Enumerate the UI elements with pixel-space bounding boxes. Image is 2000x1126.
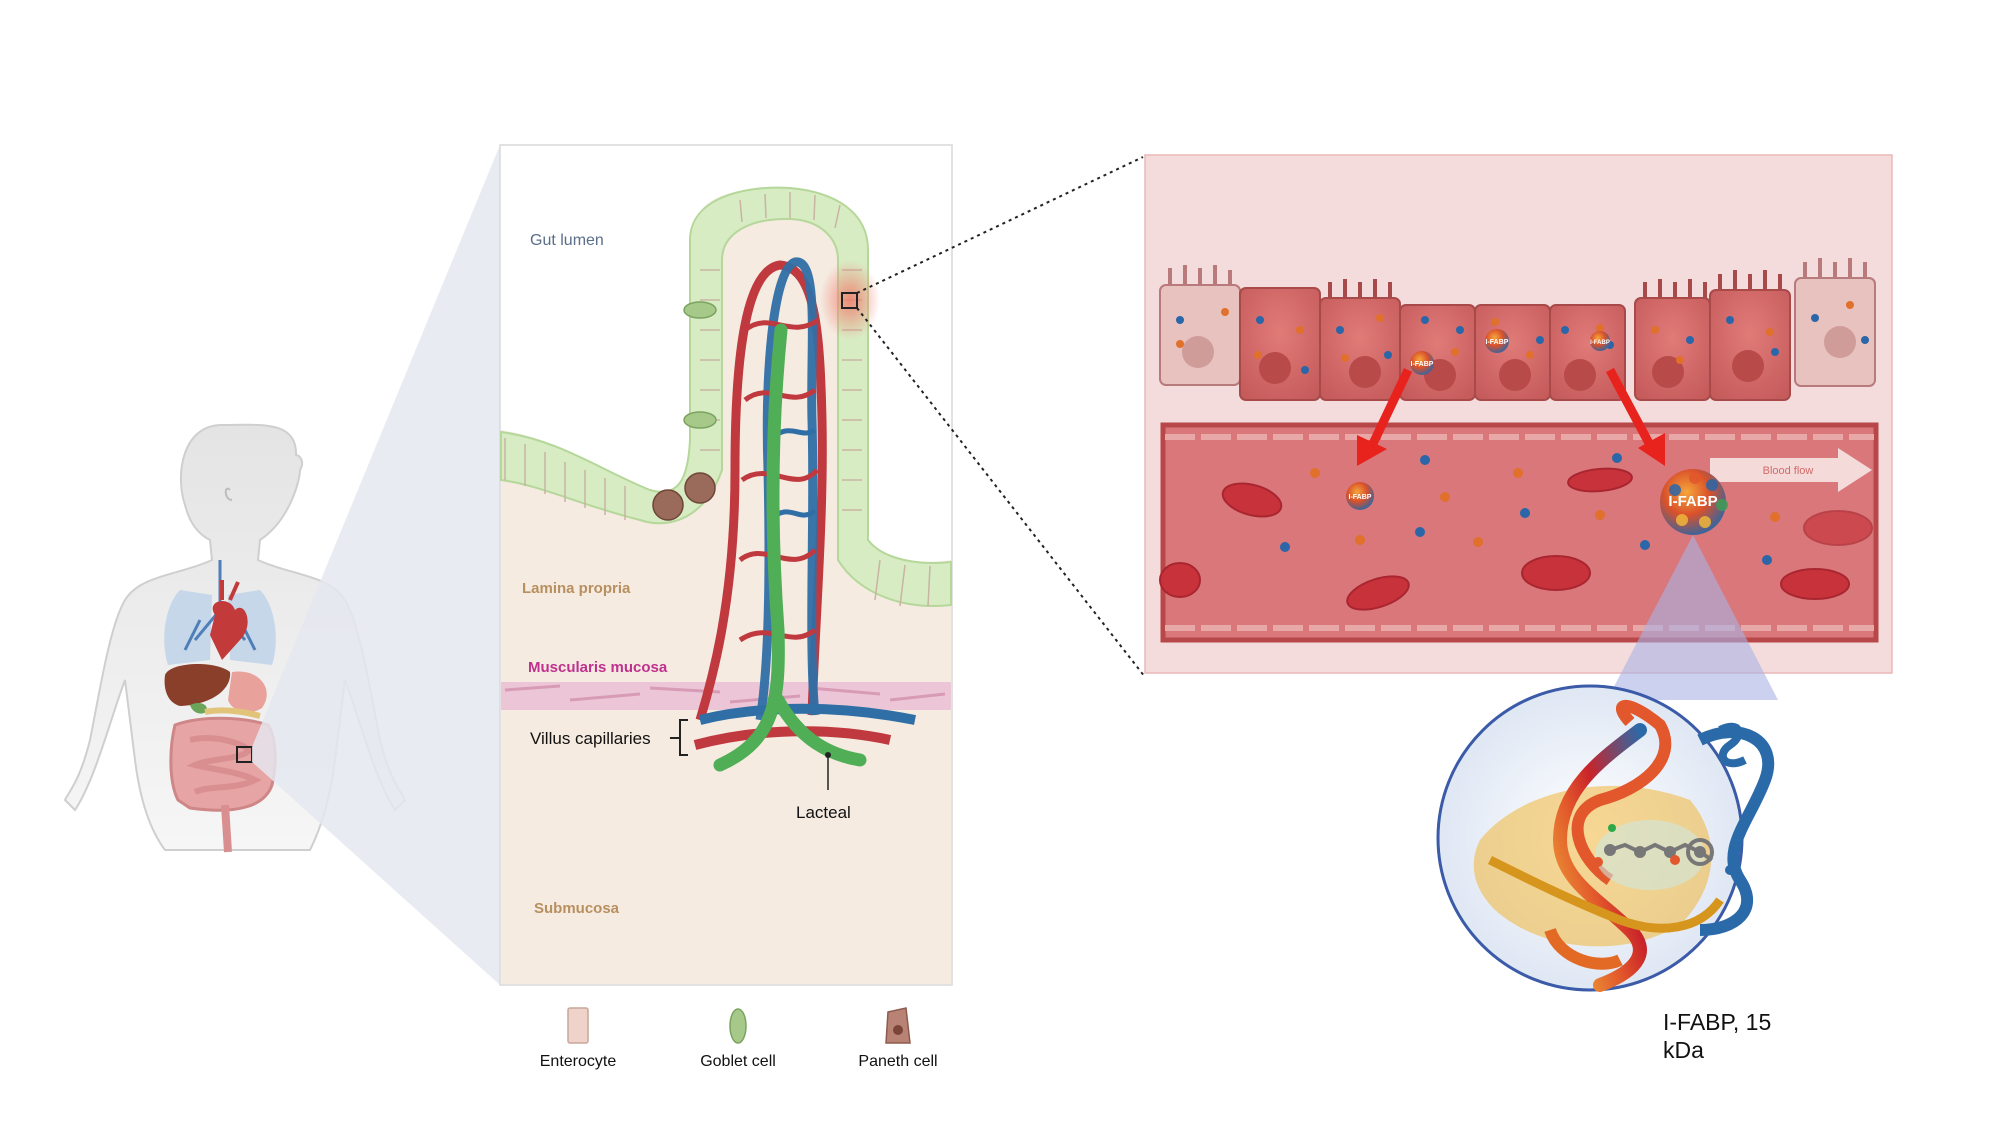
ifabp-molecules-in-blood bbox=[1280, 453, 1780, 565]
muscularis-mucosa-layer bbox=[501, 682, 951, 710]
artery-loop bbox=[695, 260, 827, 722]
lamina-propria-label: Lamina propria bbox=[522, 580, 631, 597]
release-arrow-right-head bbox=[1638, 433, 1665, 466]
ifabp-molecules-in-cells bbox=[1176, 301, 1869, 374]
lacteal-leader-dot bbox=[825, 752, 831, 758]
ifabp-release-hotspot bbox=[820, 260, 880, 340]
ifabp-vessel-large-label: I-FABP bbox=[1668, 493, 1717, 510]
ifabp-atom-cluster bbox=[1669, 472, 1728, 528]
protein-ribbon-orange bbox=[1571, 699, 1672, 885]
protein-helix-blue-2 bbox=[1718, 722, 1747, 768]
protein-ribbon-red bbox=[1552, 723, 1647, 992]
villus-panel: Gut lumen Lamina propria Muscularis muco… bbox=[499, 144, 953, 986]
ligand-oxygen-atom bbox=[1670, 855, 1680, 865]
epithelium-zoom-box bbox=[841, 292, 858, 309]
red-blood-cell bbox=[1346, 575, 1410, 611]
red-blood-cell bbox=[1159, 562, 1201, 598]
red-blood-cell bbox=[1780, 568, 1850, 600]
structure-caption-line1: I-FABP, 15 bbox=[1663, 1009, 1771, 1035]
ifabp-vessel-small-label: I-FABP bbox=[1349, 494, 1372, 501]
submucosa-label: Submucosa bbox=[534, 900, 620, 917]
enterocyte-legend-icon bbox=[567, 1007, 589, 1044]
liver-icon bbox=[164, 664, 231, 706]
ifabp-molecule-icon bbox=[1485, 329, 1509, 353]
zoom-dotted-line-bottom bbox=[856, 307, 1146, 678]
ligand-oxygen-atom bbox=[1593, 857, 1603, 867]
villus-capillaries-label: Villus capillaries bbox=[530, 729, 651, 748]
zoom-projection-villus bbox=[252, 145, 500, 985]
protein-helix-blue bbox=[1697, 726, 1775, 936]
enterocyte-cell bbox=[1159, 284, 1241, 386]
heart-icon bbox=[210, 600, 248, 660]
release-arrow-left-head bbox=[1357, 435, 1387, 466]
rectum-icon bbox=[221, 804, 232, 853]
submucosal-vein bbox=[698, 703, 916, 725]
red-blood-cell bbox=[1521, 555, 1591, 591]
ifabp-cell-label-1: I-FABP bbox=[1411, 361, 1434, 368]
lacteal-vessel bbox=[713, 323, 867, 772]
red-blood-cells bbox=[1159, 467, 1873, 611]
ifabp-molecule-icon bbox=[1410, 351, 1434, 375]
paneth-cell-icon bbox=[652, 489, 684, 521]
red-blood-cell bbox=[1221, 482, 1283, 518]
fatty-acid-ligand bbox=[1604, 838, 1714, 866]
zoom-panel: I-FABP I-FABP I-FABP I-FABP bbox=[1144, 154, 1893, 674]
epithelial-cell-row bbox=[1159, 258, 1876, 401]
cell-legend: Enterocyte Goblet cell Paneth cell bbox=[540, 1007, 938, 1070]
ear-icon bbox=[224, 487, 233, 501]
lacteal-label: Lacteal bbox=[796, 803, 851, 822]
zoom-projection-structure bbox=[1607, 535, 1778, 700]
pancreas-icon bbox=[204, 707, 261, 719]
red-blood-cell bbox=[1803, 510, 1873, 546]
ifabp-cell-label-2: I-FABP bbox=[1486, 339, 1509, 346]
ifabp-molecule-icon bbox=[1346, 482, 1374, 510]
paneth-cell-icon bbox=[684, 472, 716, 504]
blood-flow-arrow-icon bbox=[1710, 448, 1872, 492]
villus-capillaries-bracket bbox=[670, 719, 688, 756]
protein-ribbon-gold bbox=[1487, 855, 1724, 933]
blood-vessel bbox=[1160, 422, 1879, 643]
ifabp-structure-view bbox=[1436, 684, 1775, 992]
release-arrow-left bbox=[1365, 368, 1413, 452]
legend-enterocyte-label: Enterocyte bbox=[540, 1053, 617, 1070]
gut-lumen-label: Gut lumen bbox=[530, 232, 604, 249]
ligand-chloride-atom bbox=[1608, 824, 1616, 832]
left-lung-icon bbox=[164, 590, 212, 665]
aorta-icon bbox=[220, 580, 240, 601]
ligand-binding-pocket bbox=[1595, 820, 1705, 890]
protein-ribbon-orange-2 bbox=[1544, 927, 1623, 970]
release-arrow-right bbox=[1606, 367, 1654, 448]
muscularis-mucosa-label: Muscularis mucosa bbox=[528, 659, 668, 676]
legend-paneth-cell-label: Paneth cell bbox=[858, 1053, 937, 1070]
goblet-cell-icon bbox=[683, 301, 717, 319]
gallbladder-icon bbox=[190, 702, 207, 714]
blood-flow-label: Blood flow bbox=[1763, 465, 1814, 477]
structure-caption-line2: kDa bbox=[1663, 1037, 1704, 1063]
ifabp-molecule-icon bbox=[1590, 331, 1610, 351]
goblet-cell-legend-icon bbox=[729, 1008, 747, 1044]
ifabp-cell-label-3: I-FABP bbox=[1590, 340, 1610, 346]
ligand-nitrogen-atom bbox=[1725, 865, 1735, 875]
enterocyte-cell bbox=[1709, 289, 1791, 401]
stomach-icon bbox=[228, 671, 267, 713]
red-blood-cell bbox=[1567, 467, 1633, 493]
legend-goblet-cell-label: Goblet cell bbox=[700, 1053, 776, 1070]
goblet-cell-icon bbox=[683, 411, 717, 429]
enterocyte-cell bbox=[1239, 287, 1321, 401]
small-intestine-icon bbox=[186, 735, 262, 795]
